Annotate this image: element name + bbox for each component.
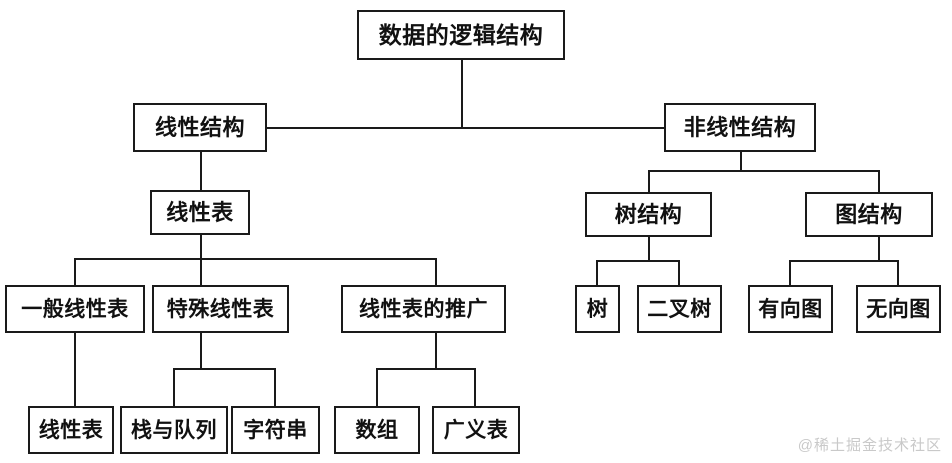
connector-graph-bus <box>789 260 899 262</box>
connector-root-stem <box>461 60 463 128</box>
node-leaf-linear-list-label: 线性表 <box>38 417 104 442</box>
connector-list-drop-extension <box>435 258 437 285</box>
node-linear-list-extension-label: 线性表的推广 <box>359 296 488 321</box>
connector-extension-bus <box>376 368 476 370</box>
node-tree-structure-label: 树结构 <box>614 201 683 227</box>
connector-special-bus <box>173 368 276 370</box>
connector-general-to-leaf-list <box>74 333 76 406</box>
connector-extension-drop-genlist <box>474 368 476 406</box>
node-stack-and-queue-label: 栈与队列 <box>131 417 217 442</box>
connector-list-drop-general <box>74 258 76 285</box>
connector-list-bus <box>74 258 437 260</box>
node-root-label: 数据的逻辑结构 <box>378 22 544 48</box>
watermark: @稀土掘金技术社区 <box>797 437 942 454</box>
node-special-linear-list[interactable]: 特殊线性表 <box>152 285 289 333</box>
connector-nonlinear-drop-graph <box>878 170 880 192</box>
connector-list-stem <box>200 230 202 258</box>
node-tree[interactable]: 树 <box>575 285 620 333</box>
node-array-label: 数组 <box>355 417 399 442</box>
node-binary-tree[interactable]: 二叉树 <box>637 285 722 333</box>
connector-special-drop-string <box>274 368 276 406</box>
connector-tree-bus <box>596 260 680 262</box>
node-generalized-list[interactable]: 广义表 <box>432 406 520 454</box>
node-linear-structure-label: 线性结构 <box>154 114 245 140</box>
connector-nonlinear-drop-tree <box>648 170 650 192</box>
connector-linear-to-list <box>200 152 202 190</box>
node-root[interactable]: 数据的逻辑结构 <box>357 10 565 60</box>
node-undirected-graph[interactable]: 无向图 <box>856 285 941 333</box>
node-graph-structure[interactable]: 图结构 <box>805 192 933 237</box>
node-nonlinear-structure[interactable]: 非线性结构 <box>664 103 816 152</box>
node-undirected-graph-label: 无向图 <box>866 296 931 321</box>
connector-graph-stem <box>878 235 880 260</box>
node-linear-structure[interactable]: 线性结构 <box>133 103 267 152</box>
connector-graph-drop-directed <box>789 260 791 285</box>
node-tree-structure[interactable]: 树结构 <box>585 192 712 237</box>
node-linear-list-label: 线性表 <box>166 199 234 225</box>
connector-graph-drop-undirected <box>897 260 899 285</box>
connector-tree-stem <box>648 235 650 260</box>
node-array[interactable]: 数组 <box>334 406 420 454</box>
node-directed-graph-label: 有向图 <box>758 296 823 321</box>
node-special-linear-list-label: 特殊线性表 <box>166 296 275 321</box>
connector-list-drop-special <box>200 258 202 285</box>
connector-extension-stem <box>435 333 437 368</box>
node-string[interactable]: 字符串 <box>231 406 320 454</box>
connector-tree-drop-binary <box>678 260 680 285</box>
connector-special-stem <box>200 333 202 368</box>
node-general-linear-list-label: 一般线性表 <box>21 296 129 321</box>
node-graph-structure-label: 图结构 <box>835 201 903 227</box>
connector-nonlinear-stem <box>740 152 742 170</box>
connector-tree-drop-tree <box>596 260 598 285</box>
node-string-label: 字符串 <box>243 417 308 442</box>
node-nonlinear-structure-label: 非线性结构 <box>683 114 797 140</box>
node-generalized-list-label: 广义表 <box>443 417 509 442</box>
connector-extension-drop-array <box>376 368 378 406</box>
node-stack-and-queue[interactable]: 栈与队列 <box>120 406 228 454</box>
connector-special-drop-stack <box>173 368 175 406</box>
node-general-linear-list[interactable]: 一般线性表 <box>5 285 145 333</box>
node-leaf-linear-list[interactable]: 线性表 <box>28 406 114 454</box>
node-binary-tree-label: 二叉树 <box>647 296 712 321</box>
node-tree-label: 树 <box>586 296 609 321</box>
node-linear-list[interactable]: 线性表 <box>150 190 250 235</box>
node-directed-graph[interactable]: 有向图 <box>748 285 833 333</box>
connector-level2-bus <box>267 127 664 129</box>
connector-nonlinear-bus <box>648 170 880 172</box>
node-linear-list-extension[interactable]: 线性表的推广 <box>341 285 506 333</box>
